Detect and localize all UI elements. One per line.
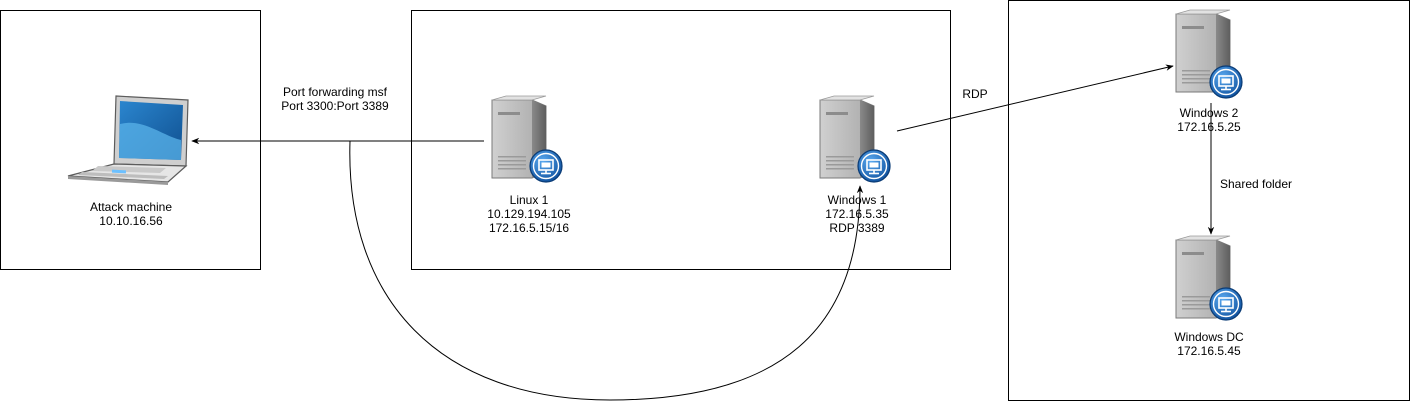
windows1-extra: RDP 3389 <box>829 221 885 235</box>
rdp-label: RDP <box>962 87 987 101</box>
server-icon-linux1 <box>491 95 563 183</box>
windows2-name: Windows 2 <box>1179 106 1239 120</box>
windows1-ip: 172.16.5.35 <box>825 207 889 221</box>
port-forward-label: Port forwarding msf Port 3300:Port 3389 <box>281 85 388 113</box>
edge-rdp <box>896 64 1174 132</box>
attack-machine-label: Attack machine 10.10.16.56 <box>90 200 172 228</box>
windowsdc-label: Windows DC 172.16.5.45 <box>1174 330 1243 358</box>
port-forward-line1: Port forwarding msf <box>282 85 388 99</box>
port-forward-line2: Port 3300:Port 3389 <box>281 99 389 113</box>
zone-attacker <box>0 10 261 270</box>
linux1-label: Linux 1 10.129.194.105 172.16.5.15/16 <box>487 193 570 235</box>
shared-folder-text: Shared folder <box>1219 177 1293 191</box>
shared-folder-label: Shared folder <box>1220 177 1292 191</box>
attack-machine-ip: 10.10.16.56 <box>99 214 163 228</box>
windowsdc-name: Windows DC <box>1174 330 1244 344</box>
windows1-name: Windows 1 <box>827 193 887 207</box>
linux1-ip: 10.129.194.105 <box>487 207 571 221</box>
windows2-label: Windows 2 172.16.5.25 <box>1177 106 1240 134</box>
server-icon-windows2 <box>1175 9 1243 99</box>
attack-machine-name: Attack machine <box>89 200 173 214</box>
windows1-label: Windows 1 172.16.5.35 RDP 3389 <box>825 193 888 235</box>
rdp-text: RDP <box>962 87 988 101</box>
zone-pivot <box>411 10 951 270</box>
server-icon-windowsdc <box>1175 235 1243 321</box>
windowsdc-ip: 172.16.5.45 <box>1177 344 1241 358</box>
linux1-ip2: 172.16.5.15/16 <box>488 221 570 235</box>
windows2-ip: 172.16.5.25 <box>1177 120 1241 134</box>
linux1-name: Linux 1 <box>509 193 549 207</box>
laptop-icon <box>67 95 189 185</box>
server-icon-windows1 <box>819 95 891 183</box>
edge-forward-curve <box>349 140 864 401</box>
